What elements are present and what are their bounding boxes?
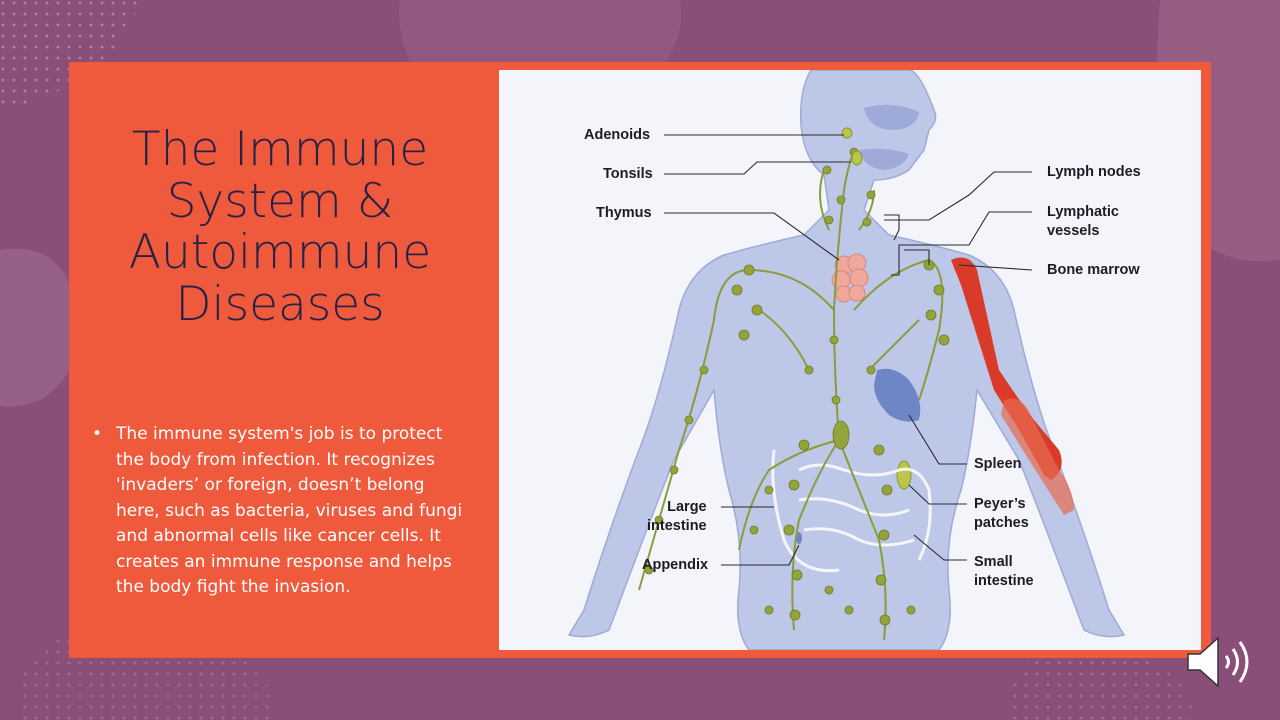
speaker-icon[interactable] <box>1186 632 1258 692</box>
body-illustration <box>567 70 1126 650</box>
label-lymphatic-vessels: Lymphatic vessels <box>1047 203 1119 241</box>
label-small-intestine: Small intestine <box>974 553 1034 591</box>
lymphatic-system-diagram: Adenoids Tonsils Thymus Large intestine … <box>499 70 1201 650</box>
label-appendix: Appendix <box>642 557 709 573</box>
label-large-intestine-line-2: intestine <box>647 518 707 534</box>
label-peyers-patches-line-1: Peyer’s <box>974 496 1026 512</box>
label-adenoids: Adenoids <box>584 127 651 143</box>
label-small-intestine-line-1: Small <box>974 554 1013 570</box>
label-thymus: Thymus <box>596 205 652 221</box>
bullet-list: The immune system's job is to protect th… <box>92 422 472 601</box>
label-peyers-patches: Peyer’s patches <box>974 495 1029 533</box>
label-spleen: Spleen <box>974 456 1022 472</box>
bullet-item: The immune system's job is to protect th… <box>92 422 472 601</box>
label-lymph-nodes: Lymph nodes <box>1047 164 1141 180</box>
label-tonsils: Tonsils <box>603 166 653 182</box>
title-line-3: Autoimmune <box>128 225 432 281</box>
label-peyers-patches-line-2: patches <box>974 515 1029 531</box>
label-small-intestine-line-2: intestine <box>974 573 1034 589</box>
label-lymphatic-vessels-line-1: Lymphatic <box>1047 204 1119 220</box>
slide-title: The Immune System & Autoimmune Diseases <box>80 124 480 331</box>
title-line-4: Diseases <box>175 277 385 333</box>
label-lymphatic-vessels-line-2: vessels <box>1047 223 1100 239</box>
title-line-2: System & <box>166 173 394 229</box>
label-large-intestine-line-1: Large <box>667 499 707 515</box>
label-large-intestine: Large intestine <box>647 498 707 536</box>
label-bone-marrow: Bone marrow <box>1047 262 1140 278</box>
title-line-1: The Immune <box>131 122 429 177</box>
